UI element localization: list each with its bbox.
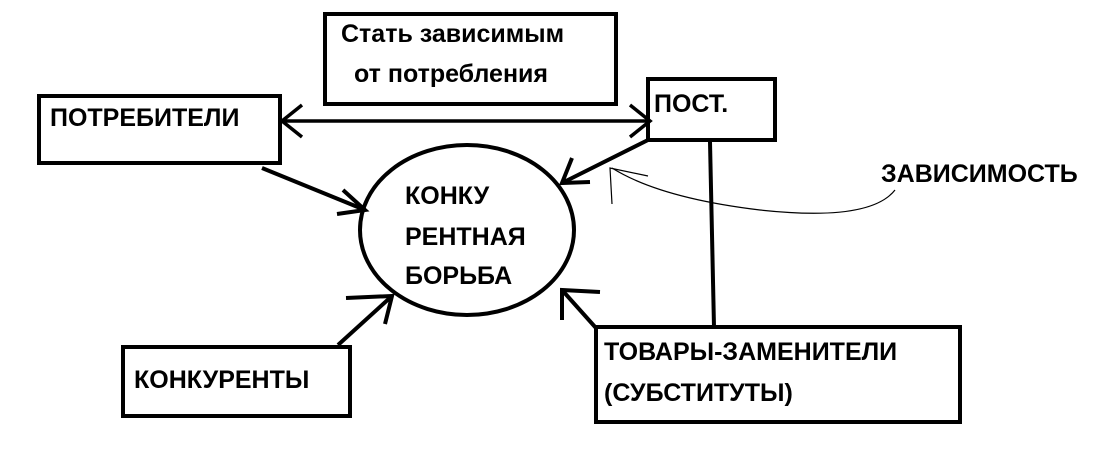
dependency-box-line1: Стать зависимым [341, 20, 565, 48]
competitors-box [121, 345, 352, 418]
competition-ellipse [358, 143, 576, 317]
suppliers-substitutes-link [708, 141, 716, 328]
competitors-label: КОНКУРЕНТЫ [134, 366, 310, 394]
suppliers-label: ПОСТ. [654, 90, 729, 118]
suppliers-side-arrowhead [628, 103, 653, 139]
competitors-to-center-arrowhead [345, 293, 395, 325]
dependency-label: ЗАВИСИМОСТЬ [881, 160, 1078, 188]
center-line3: БОРЬБА [405, 262, 513, 290]
substitutes-to-center-arrowhead [560, 287, 601, 320]
consumers-to-center-arrowhead [336, 188, 370, 216]
consumers-side-arrowhead [279, 103, 304, 139]
consumers-box [37, 94, 282, 165]
suppliers-to-center-arrowhead [559, 157, 591, 186]
dependency-curve-arrow [611, 167, 896, 214]
center-line2: РЕНТНАЯ [405, 223, 526, 251]
substitutes-line1: ТОВАРЫ-ЗАМЕНИТЕЛИ [604, 338, 898, 366]
consumers-to-center-arrow [261, 166, 366, 212]
substitutes-to-center-arrow [560, 288, 598, 330]
suppliers-to-center-arrow [561, 138, 649, 185]
substitutes-line2: (СУБСТИТУТЫ) [604, 379, 793, 407]
dependency-curve-arrowhead [609, 167, 649, 205]
center-line1: КОНКУ [405, 182, 490, 210]
consumers-label: ПОТРЕБИТЕЛИ [50, 104, 240, 132]
substitutes-box [594, 325, 962, 424]
dependency-box-line2: от потребления [354, 60, 549, 88]
dependency-box [323, 12, 618, 106]
suppliers-box [646, 77, 777, 142]
competitors-to-center-arrow [336, 294, 394, 347]
